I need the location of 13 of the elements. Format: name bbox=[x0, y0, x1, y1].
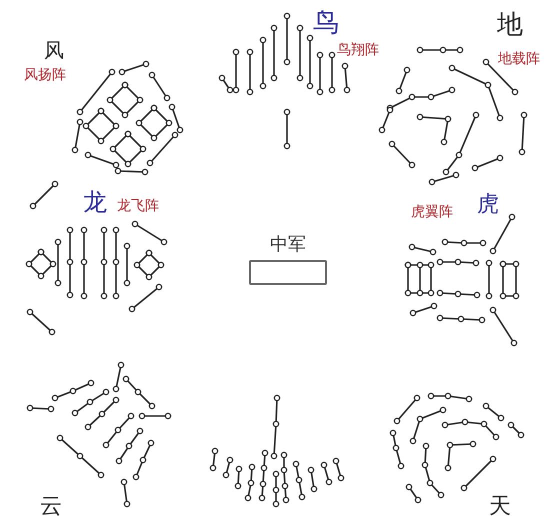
formation-label: 地载阵 bbox=[498, 52, 540, 66]
formation-label: 虎 bbox=[477, 194, 499, 216]
formation-label: 虎翼阵 bbox=[411, 205, 453, 219]
formation-label: 鸟翔阵 bbox=[337, 43, 379, 57]
formation-label: 地 bbox=[497, 12, 523, 38]
formation-label: 风扬阵 bbox=[24, 68, 66, 82]
formation-label: 龙飞阵 bbox=[117, 199, 159, 213]
formation-label: 龙 bbox=[83, 190, 107, 214]
node-heading: 中军 bbox=[270, 236, 306, 254]
formation-label: 风 bbox=[44, 40, 64, 60]
formation-label: 鸟 bbox=[313, 10, 339, 36]
formation-label: 天 bbox=[489, 496, 511, 518]
formation-label: 云 bbox=[40, 496, 62, 518]
